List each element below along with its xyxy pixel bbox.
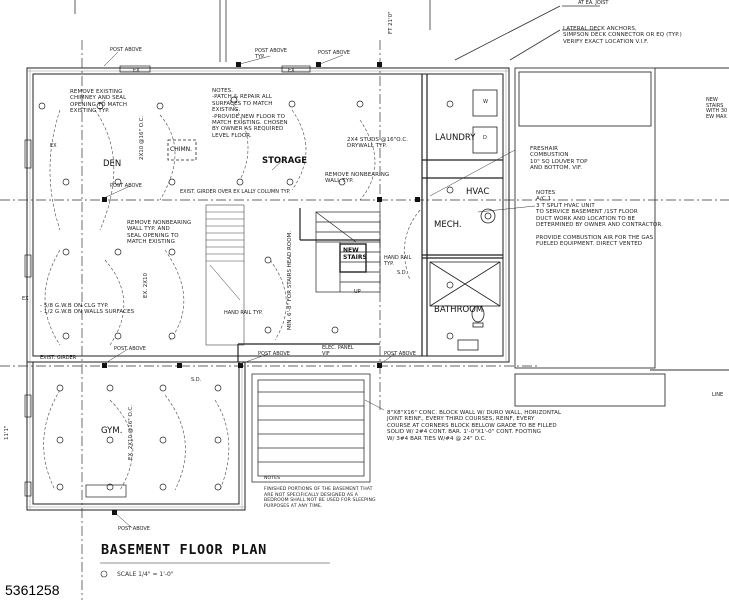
remove-wall-note-2: REMOVE NONBEARING WALL TYP. AND SEAL OPE… xyxy=(127,220,192,246)
line-label: LINE xyxy=(712,392,724,398)
top-dimension-label: FT 21'0" xyxy=(388,11,394,34)
exist-girder-lally-label: EXIST. GIRDER OVER EX LALLY COLUMN TYP. xyxy=(180,189,291,195)
room-new-stairs: NEW STAIRS xyxy=(343,247,367,261)
elec-panel-label: ELEC. PANEL VIF xyxy=(322,345,354,357)
room-gym: GYM. xyxy=(101,426,123,436)
hand-rail-label-1: HAND RAIL TYP. xyxy=(224,310,263,316)
block-wall-note: 8"X8"X16" CONC. BLOCK WALL W/ DURO WALL,… xyxy=(387,410,562,442)
hvac-notes: NOTES A/C 1 3 T SPLIT HVAC UNIT TO SERVI… xyxy=(536,190,663,248)
smoke-detector-label-1: S.D. xyxy=(191,377,202,383)
hand-rail-label-2: HAND RAIL TYP. xyxy=(384,255,412,267)
deck-anchors-note: LATERAL DECK ANCHORS, SIMPSON DECK CONNE… xyxy=(563,26,682,45)
room-den: DEN xyxy=(103,159,122,169)
chimney-label: CHIMN. xyxy=(170,146,193,153)
gwb-note: - 5/8 G.W.B ON CLG TYP. - 1/2 G.W.B ON W… xyxy=(40,303,135,316)
room-hvac: HVAC xyxy=(466,187,490,197)
remove-chimney-note: REMOVE EXISTING CHIMNEY AND SEAL OPENING… xyxy=(70,89,128,115)
post-above-label-1: POST ABOVE xyxy=(110,47,142,53)
ex-label-3: EX xyxy=(50,143,57,149)
head-room-label: MIN. 6'-8" FOR STAIRS HEAD ROOM. xyxy=(287,230,293,330)
studs-note: 2X4 STUDS @16"O.C. DRYWALL TYP. xyxy=(347,137,409,150)
room-mech: MECH. xyxy=(434,220,462,230)
post-above-label-5: POST ABOVE xyxy=(114,346,146,352)
fresh-air-note: FRESHAIR COMBUSTION 10" SQ LOUVER TOP AN… xyxy=(530,146,588,172)
room-bathroom: BATHROOM xyxy=(434,305,484,315)
stairs-up-label: UP xyxy=(354,289,361,295)
joist-span-label-2: EX. 2X10 xyxy=(143,272,149,298)
ex-label-2: EX xyxy=(288,68,295,74)
drawing-title: BASEMENT FLOOR PLAN xyxy=(101,542,267,558)
at-ea-joist-label: AT EA. JOIST xyxy=(578,0,609,6)
room-storage: STORAGE xyxy=(262,156,308,166)
smoke-detector-label-2: S.D. xyxy=(397,270,408,276)
finished-basement-note: NOTES FINISHED PORTIONS OF THE BASEMENT … xyxy=(264,476,376,509)
post-above-label-6: POST ABOVE xyxy=(258,351,290,357)
ex-label-4: EX xyxy=(22,296,29,302)
post-above-label-2: POST ABOVE TYP. xyxy=(255,48,287,60)
general-notes: NOTES. -PATCH & REPAIR ALL SURFACES TO M… xyxy=(212,88,288,139)
joist-span-label-1: 2X10 @16" O.C. xyxy=(139,115,145,160)
listing-id: 5361258 xyxy=(5,582,60,598)
remove-wall-note-1: REMOVE NONBEARING WALL TYP. xyxy=(325,172,390,185)
drawing-scale: SCALE 1/4" = 1'-0" xyxy=(117,571,174,578)
joist-span-label-3: EX. 2X10 @16" O.C. xyxy=(128,405,134,460)
post-above-label-8: POST ABOVE xyxy=(118,526,150,532)
ex-label-1: EX xyxy=(133,68,140,74)
post-above-label-4: POST ABOVE xyxy=(110,183,142,189)
post-above-label-3: POST ABOVE xyxy=(318,50,350,56)
post-above-label-7: POST ABOVE xyxy=(384,351,416,357)
right-edge-note: NEW STAIRS WITH 30 EW MAX xyxy=(706,97,728,120)
dryer-label: D xyxy=(483,135,487,141)
washer-label: W xyxy=(483,99,488,105)
exist-girder-label: EXIST. GIRDER xyxy=(40,355,77,361)
dimension-label: 11'1" xyxy=(4,425,10,440)
room-laundry: LAUNDRY xyxy=(435,133,476,143)
